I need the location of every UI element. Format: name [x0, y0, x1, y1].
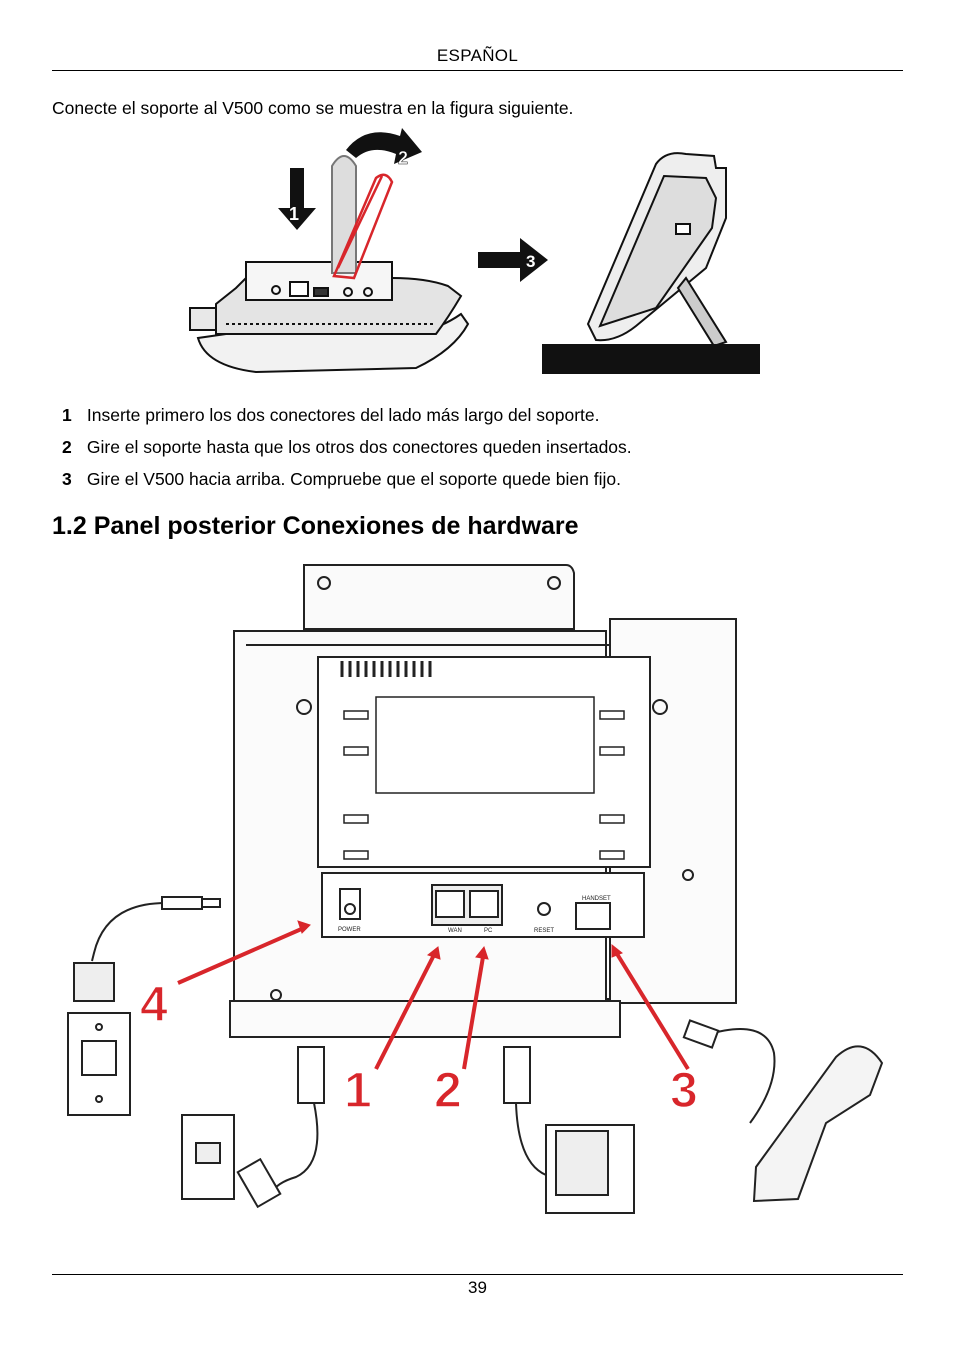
stand-assembly-figure: 1 2 3: [189, 128, 760, 374]
pc-label: PC: [484, 928, 493, 934]
wan-label: WAN: [448, 928, 462, 934]
step-item: 2 Gire el soporte hasta que los otros do…: [62, 435, 632, 467]
reset-label: RESET: [534, 928, 554, 934]
intro-paragraph: Conecte el soporte al V500 como se muest…: [52, 98, 574, 118]
arrow-right-icon: [478, 238, 548, 282]
page-number: 39: [468, 1278, 487, 1297]
step-text: Inserte primero los dos conectores del l…: [86, 405, 600, 425]
stand-rotated: [332, 173, 394, 280]
step-item: 3 Gire el V500 hacia arriba. Compruebe q…: [62, 467, 632, 499]
phone-standing-illustration: [586, 152, 728, 348]
reset-button: [537, 902, 551, 916]
callout-2: 2: [398, 148, 408, 168]
step-number: 2: [62, 437, 72, 457]
arrow-down-icon: [278, 168, 316, 230]
handset-illustration: [682, 1019, 884, 1203]
table-surface: [542, 344, 760, 374]
wan-port: [435, 890, 465, 918]
handset-label: HANDSET: [582, 896, 611, 902]
pointer-arrows: [177, 920, 690, 1071]
wan-cable-illustration: [181, 1046, 325, 1209]
page-header: ESPAÑOL: [436, 46, 519, 65]
handset-port: [575, 902, 611, 930]
header-rule: [52, 70, 903, 71]
phone-rear-body: [229, 618, 737, 1038]
pc-port: [469, 890, 499, 918]
callout-4: 4: [140, 976, 168, 1032]
callout-3: 3: [670, 1062, 698, 1118]
callout-1: 1: [289, 204, 299, 224]
step-text: Gire el V500 hacia arriba. Compruebe que…: [86, 469, 621, 489]
power-adapter-illustration: [67, 896, 221, 1116]
phone-flat-illustration: [189, 261, 470, 374]
arrow-curved-icon: [346, 128, 422, 164]
callout-1: 1: [344, 1062, 372, 1118]
callout-2: 2: [434, 1062, 462, 1118]
step-number: 3: [62, 469, 72, 489]
port-panel: [321, 872, 645, 938]
footer-rule: [52, 1274, 903, 1275]
rear-panel-connections-figure: POWER WAN PC RESET HANDSET 4 1 2 3: [67, 564, 884, 1214]
step-list: 1 Inserte primero los dos conectores del…: [62, 403, 632, 499]
top-stand-plate: [303, 564, 575, 630]
power-label: POWER: [338, 927, 361, 933]
section-heading: 1.2 Panel posterior Conexiones de hardwa…: [52, 512, 579, 540]
callout-3: 3: [526, 252, 535, 271]
step-number: 1: [62, 405, 72, 425]
step-item: 1 Inserte primero los dos conectores del…: [62, 403, 632, 435]
step-text: Gire el soporte hasta que los otros dos …: [86, 437, 632, 457]
pc-cable-illustration: [503, 1046, 635, 1214]
